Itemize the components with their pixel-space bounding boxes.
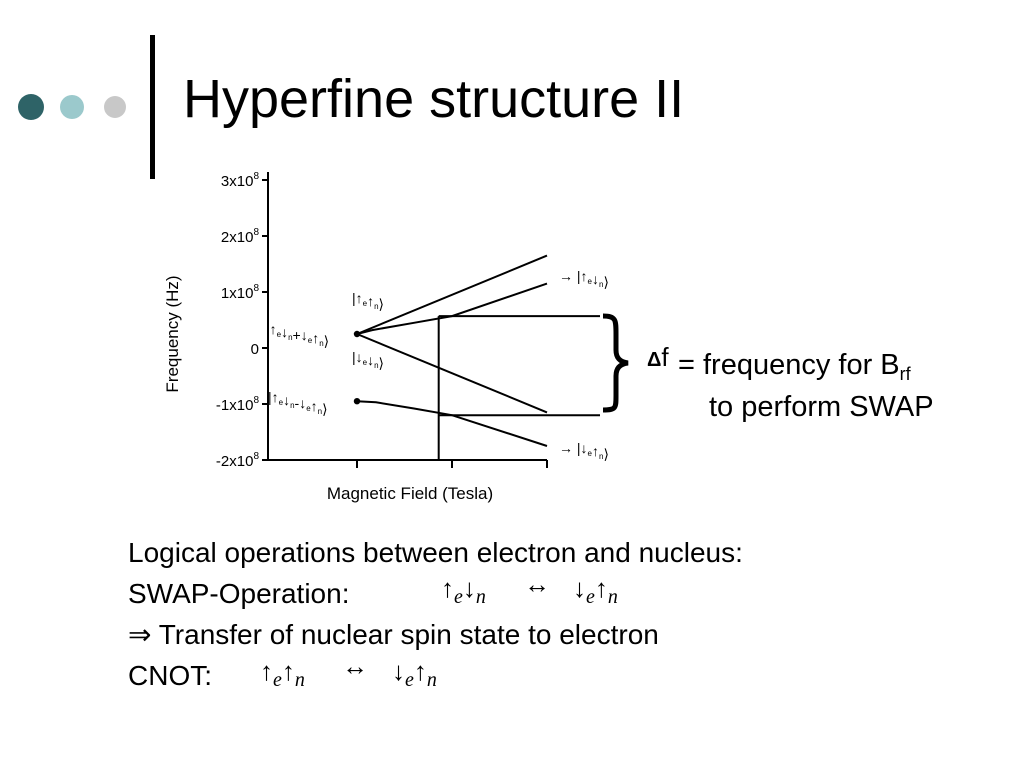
slide-title: Hyperfine structure II: [183, 69, 685, 129]
level-origin-point: [353, 330, 361, 338]
energy-level-line: [356, 333, 548, 414]
y-tick-label: 0: [251, 341, 259, 358]
level-origin-point: [353, 398, 361, 405]
state-label-upper-right: → |↑e↓n⟩: [559, 268, 609, 290]
y-tick-label: 1x108: [221, 283, 260, 302]
state-label-mid-left: |↑e↓n+↓e↑n⟩: [266, 321, 329, 349]
y-tick-label: -1x108: [216, 395, 260, 414]
swap-right-state: ↓e↑n: [573, 574, 618, 608]
state-label-lower-mid: |↓e↓n⟩: [352, 349, 384, 371]
x-axis-label: Magnetic Field (Tesla): [327, 484, 493, 503]
body-line-transfer: ⇒ Transfer of nuclear spin state to elec…: [128, 619, 659, 650]
cnot-right-state: ↓e↑n: [392, 657, 437, 691]
state-label-upper-left: |↑e↑n⟩: [352, 290, 384, 312]
y-tick-label: 3x108: [221, 171, 260, 190]
swap-left-state: ↑e↓n: [441, 574, 486, 608]
cnot-arrow: ↔: [342, 652, 368, 681]
cnot-left-state: ↑e↑n: [260, 657, 305, 691]
annotation-line-1: = frequency for Brf: [678, 349, 911, 384]
bullet-dot-light: [60, 95, 84, 119]
energy-level-line: [356, 400, 548, 447]
body-line-logical-operations: Logical operations between electron and …: [128, 537, 743, 568]
state-label-lower-right: → |↓e↑n⟩: [559, 440, 609, 462]
state-label-lower-left: |↑e↓n-↓e↑n⟩: [268, 389, 328, 417]
energy-level-line: [356, 282, 548, 335]
body-line-cnot: CNOT:: [128, 660, 212, 691]
y-axis-label: Frequency (Hz): [163, 275, 182, 392]
swap-arrow: ↔: [524, 570, 550, 599]
delta-f-brace: [602, 313, 629, 413]
body-line-swap: SWAP-Operation:: [128, 578, 350, 609]
delta-f-label: Δf: [647, 342, 669, 372]
title-divider: [150, 35, 155, 179]
y-tick-label: 2x108: [221, 227, 260, 246]
y-tick-label: -2x108: [216, 451, 260, 470]
energy-level-line: [356, 254, 548, 335]
bullet-dot-dark: [18, 94, 44, 120]
bullet-dot-gray: [104, 96, 126, 118]
annotation-line-2: to perform SWAP: [709, 391, 934, 423]
